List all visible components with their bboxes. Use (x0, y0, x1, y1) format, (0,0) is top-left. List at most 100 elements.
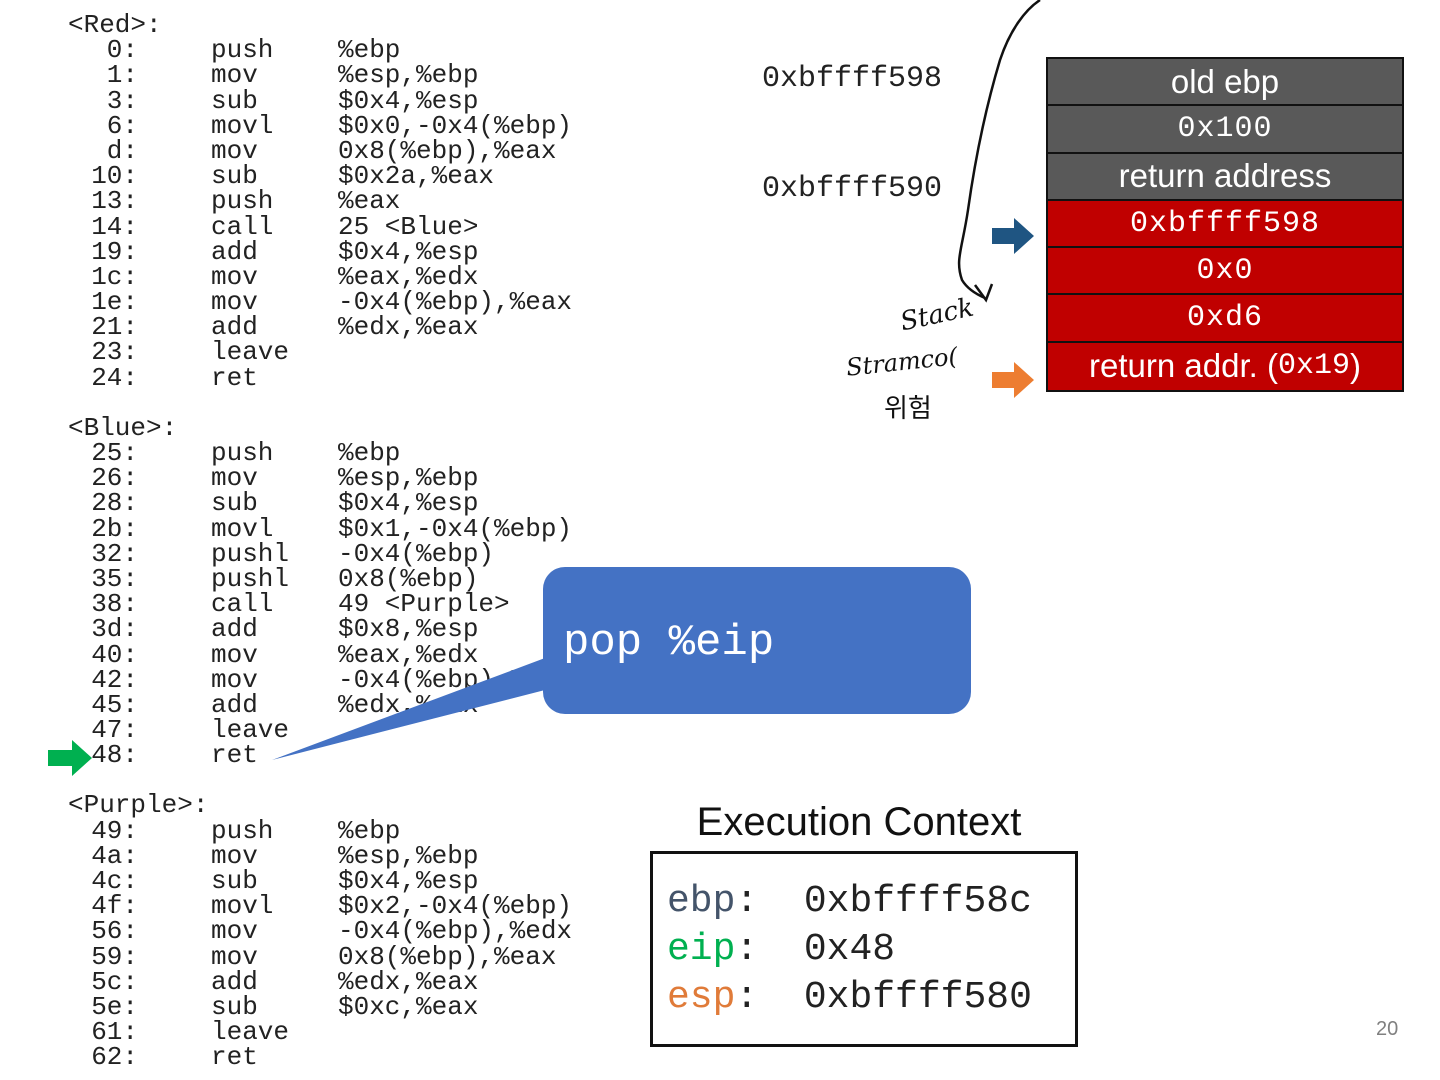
instruction-operands: %eax,%edx (338, 639, 479, 670)
register-name: ebp (667, 880, 736, 923)
instruction-opcode: sub (211, 991, 258, 1022)
instruction-operands: %edx,%eax (338, 689, 479, 720)
instruction-operands: %ebp (338, 438, 401, 469)
instruction-opcode: ret (211, 362, 258, 393)
instruction-operands: $0x2,-0x4(%ebp) (338, 891, 573, 922)
code-line: 26: mov %esp,%ebp (68, 463, 478, 494)
instruction-address: 4c: (91, 866, 138, 897)
handwritten-note-line2: Stramco( (844, 342, 960, 382)
instruction-address: 28: (91, 488, 138, 519)
instruction-opcode: add (211, 966, 258, 997)
instruction-opcode: mov (211, 639, 258, 670)
instruction-operands: $0x1,-0x4(%ebp) (338, 513, 573, 544)
instruction-address: 35: (91, 563, 138, 594)
instruction-operands: $0xc,%eax (338, 991, 479, 1022)
stack-cell: 0x100 (1048, 106, 1402, 154)
code-line: 25:push%ebp (68, 440, 400, 466)
instruction-operands: %ebp (338, 815, 401, 846)
instruction-opcode: leave (211, 1017, 290, 1048)
instruction-opcode: ret (211, 740, 258, 771)
instruction-address: 6: (106, 110, 138, 141)
instruction-operands: %esp,%ebp (338, 463, 479, 494)
instruction-opcode: push (211, 438, 274, 469)
instruction-opcode: mov (211, 840, 258, 871)
instruction-address: 14: (91, 211, 138, 242)
register-value: 0xbffff580 (803, 976, 1032, 1019)
stack-cell-text: return address (1118, 157, 1332, 195)
instruction-opcode: pushl (211, 538, 290, 569)
instruction-address: 1e: (91, 287, 138, 318)
code-line: 13:push%eax (68, 188, 400, 214)
instruction-address: 32: (91, 538, 138, 569)
code-line: 42:mov-0x4(%ebp),%eax (68, 664, 572, 695)
instruction-opcode: mov (211, 261, 258, 292)
instruction-operands: $0x2a,%eax (338, 161, 495, 192)
code-line: 2b: movl $0x1,-0x4(%ebp) (68, 513, 572, 544)
instruction-opcode: mov (211, 941, 258, 972)
instruction-address: 1: (106, 60, 138, 91)
instruction-opcode: push (211, 186, 274, 217)
instruction-opcode: add (211, 312, 258, 343)
instruction-address: 2b: (91, 513, 138, 544)
instruction-opcode: mov (211, 916, 258, 947)
eip-arrow-icon (48, 740, 92, 776)
instruction-address: 4f: (91, 891, 138, 922)
instruction-address: 61: (91, 1017, 138, 1048)
instruction-operands: 0x8(%ebp),%eax (338, 135, 557, 166)
code-line: 61: leave (68, 1017, 289, 1048)
esp-arrow-icon (992, 362, 1034, 398)
stack-cell-suffix: ) (1349, 347, 1361, 385)
instruction-operands: 0x8(%ebp) (338, 563, 479, 594)
instruction-opcode: movl (211, 513, 274, 544)
stack-cell-text: old ebp (1170, 62, 1280, 100)
code-line: 5c:add%edx,%eax (68, 969, 478, 995)
code-line: 45:add%edx,%eax (68, 692, 478, 718)
instruction-operands: $0x4,%esp (338, 85, 479, 116)
stack-cell-label: return addr. ( (1089, 347, 1278, 385)
instruction-operands: %eax,%edx (338, 261, 479, 292)
instruction-opcode: movl (211, 110, 274, 141)
code-line: 0:push%ebp (68, 35, 401, 66)
instruction-operands: %edx,%eax (338, 312, 479, 343)
function-header: <Blue>: (68, 412, 178, 443)
instruction-opcode: ret (211, 1042, 258, 1073)
instruction-address: 0: (106, 35, 138, 66)
register-ebp: ebp: 0xbffff58c (667, 880, 1032, 923)
instruction-operands: %esp,%ebp (338, 60, 479, 91)
instruction-opcode: add (211, 614, 258, 645)
instruction-opcode: mov (211, 287, 258, 318)
page-number: 20 (1376, 1018, 1399, 1040)
instruction-opcode: mov (211, 463, 258, 494)
stack-cell: 0xd6 (1048, 295, 1402, 343)
stack-cell: 0xbffff598 (1048, 200, 1402, 249)
code-line: 21: add %edx,%eax (68, 312, 478, 343)
instruction-address: 19: (91, 236, 138, 267)
stack-cell: return address (1048, 153, 1402, 201)
code-line: 6:movl$0x0,-0x4(%ebp) (68, 110, 572, 141)
ebp-arrow-icon (992, 218, 1034, 254)
instruction-address: 21: (91, 312, 138, 343)
instruction-opcode: add (211, 689, 258, 720)
stack-address-label: 0xbffff590 (762, 172, 943, 206)
code-line: 32: pushl -0x4(%ebp) (68, 538, 494, 569)
stack-cell-text: 0xd6 (1186, 301, 1263, 336)
code-line: 4f:movl$0x2,-0x4(%ebp) (68, 891, 572, 922)
instruction-opcode: sub (211, 161, 258, 192)
instruction-address: 47: (91, 715, 138, 746)
instruction-opcode: leave (211, 337, 290, 368)
code-line: 4c:sub$0x4,%esp (68, 866, 478, 897)
instruction-operands: -0x4(%ebp) (338, 538, 495, 569)
code-line: 10:sub$0x2a,%eax (68, 163, 494, 189)
instruction-opcode: add (211, 236, 258, 267)
instruction-address: 38: (91, 589, 138, 620)
instruction-address: 42: (91, 664, 138, 695)
instruction-opcode: mov (211, 135, 258, 166)
instruction-opcode: mov (211, 60, 258, 91)
stack-address-label: 0xbffff598 (762, 62, 943, 96)
code-line: 1e:mov-0x4(%ebp),%eax (68, 287, 572, 318)
instruction-address: 26: (91, 463, 138, 494)
